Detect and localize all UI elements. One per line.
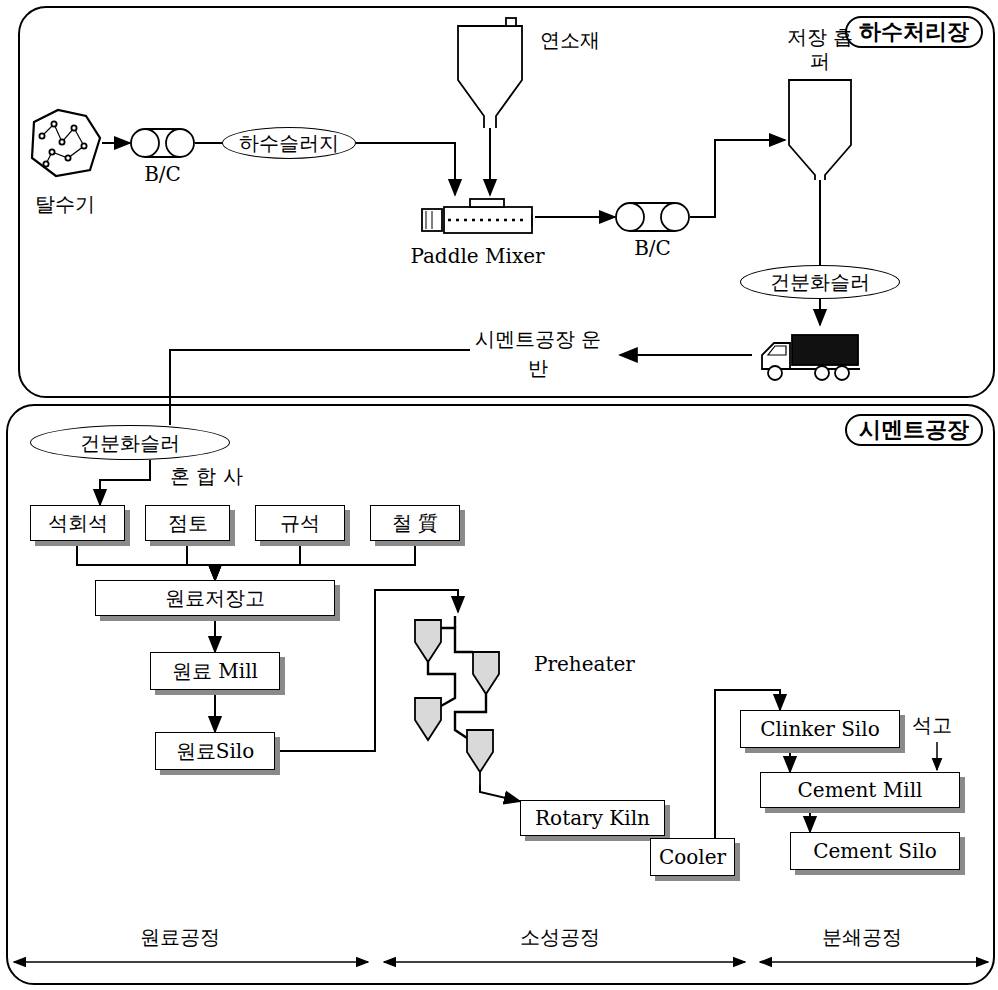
- node-label: 원료Silo: [176, 739, 255, 763]
- flow-connector: [187, 541, 215, 580]
- stage-label: 소성공정: [520, 924, 600, 951]
- flow-connector: [535, 216, 615, 218]
- dewater-drawing: [28, 108, 102, 178]
- node-label: 저장 홉퍼: [785, 25, 855, 73]
- flow-connector: [690, 140, 785, 217]
- preheater-cyclones: Preheater: [395, 612, 520, 785]
- node-label: 석회석: [48, 511, 108, 535]
- process-box: Cooler: [650, 838, 735, 876]
- node-label: Clinker Silo: [760, 717, 879, 741]
- flow-connector: [819, 180, 821, 265]
- node-label: Cement Mill: [798, 778, 923, 802]
- plant-panel: 시멘트공장건분화슬러석회석 점토 규석 철 質 원료저장고원료 Mill 원료Silo Pr…: [6, 404, 995, 985]
- paddle-mixer: Paddle Mixer: [420, 195, 535, 240]
- material-label: 석고: [912, 712, 952, 739]
- flow-connector: [215, 541, 300, 580]
- node-label: Preheater: [534, 652, 635, 676]
- node-label: 시멘트공장 운 반: [470, 325, 606, 383]
- flow-connector: [819, 299, 821, 325]
- flow-connector: [215, 541, 415, 580]
- storage-hopper: 저장 홉퍼: [785, 25, 855, 180]
- node-label: Paddle Mixer: [390, 244, 565, 268]
- flow-connector: [77, 541, 215, 580]
- conv-drawing: [130, 128, 195, 158]
- raw-material-box: 석회석: [30, 505, 125, 541]
- process-box: 원료저장고: [95, 580, 335, 616]
- panel-title: 하수처리장: [845, 16, 983, 48]
- node-label: B/C: [110, 162, 215, 186]
- dewatering-machine: 탈수기: [28, 108, 102, 178]
- raw-material-box: 점토: [145, 505, 230, 541]
- flow-connector: [789, 748, 791, 772]
- material-ellipse: 건분화슬러: [740, 265, 900, 299]
- node-label: 원료저장고: [165, 586, 265, 610]
- flow-connector: [100, 460, 150, 505]
- flow-connector: [489, 128, 491, 195]
- process-box: Cement Mill: [760, 772, 960, 808]
- mixer-drawing: [420, 195, 535, 240]
- flow-connector: [214, 616, 216, 652]
- process-box: Clinker Silo: [740, 710, 900, 748]
- node-label: B/C: [595, 236, 710, 260]
- node-label: 연소재: [540, 28, 600, 52]
- node-label: Rotary Kiln: [535, 806, 650, 830]
- process-box: 원료 Mill: [150, 652, 280, 690]
- process-box: 원료Silo: [155, 732, 275, 770]
- panel-title: 시멘트공장: [845, 414, 983, 446]
- node-label: 원료 Mill: [172, 659, 258, 683]
- flow-connector: [102, 142, 130, 144]
- stage-span: [14, 961, 368, 963]
- flow-connector: [480, 785, 520, 801]
- raw-material-box: 철 質: [370, 505, 460, 541]
- flow-connector: [356, 143, 455, 195]
- material-ellipse: 건분화슬러: [30, 425, 230, 460]
- stage-span: [384, 961, 745, 963]
- flow-connector: [214, 690, 216, 732]
- flow-connector: [170, 350, 470, 425]
- node-label: Cooler: [659, 845, 726, 869]
- flow-connector: [195, 142, 222, 144]
- hopperA-drawing: [450, 18, 530, 128]
- conv-drawing: [615, 202, 690, 232]
- process-box: Rotary Kiln: [520, 800, 665, 836]
- process-box: Cement Silo: [790, 832, 960, 870]
- raw-material-box: 규석: [255, 505, 345, 541]
- node-label: 점토: [168, 511, 208, 535]
- node-label: 건분화슬러: [80, 431, 180, 455]
- stage-span: [760, 961, 988, 963]
- node-label: 탈수기: [8, 192, 122, 216]
- node-label: 규석: [280, 511, 320, 535]
- node-label: 건분화슬러: [770, 270, 870, 294]
- node-label: 철 質: [392, 511, 438, 535]
- material-ellipse: 하수슬러지: [222, 127, 356, 159]
- ash-hopper: 연소재: [450, 18, 530, 128]
- node-label: 하수슬러지: [239, 131, 339, 155]
- plant-panel: 하수처리장탈수기B/C하수슬러지연소재Paddle MixerB/C저장 홉퍼건…: [18, 6, 995, 398]
- gypsum-feed-arrow: [936, 742, 938, 770]
- flow-connector: [809, 808, 811, 832]
- belt-conveyor: B/C: [130, 128, 195, 158]
- stage-label: 원료공정: [140, 924, 220, 951]
- transport-truck: 시멘트공장 운 반: [470, 325, 860, 385]
- preheater-drawing: [395, 612, 520, 785]
- belt-conveyor: B/C: [615, 202, 690, 232]
- stage-label: 분쇄공정: [822, 924, 902, 951]
- node-label: Cement Silo: [813, 839, 937, 863]
- material-label: 혼 합 사: [170, 463, 243, 490]
